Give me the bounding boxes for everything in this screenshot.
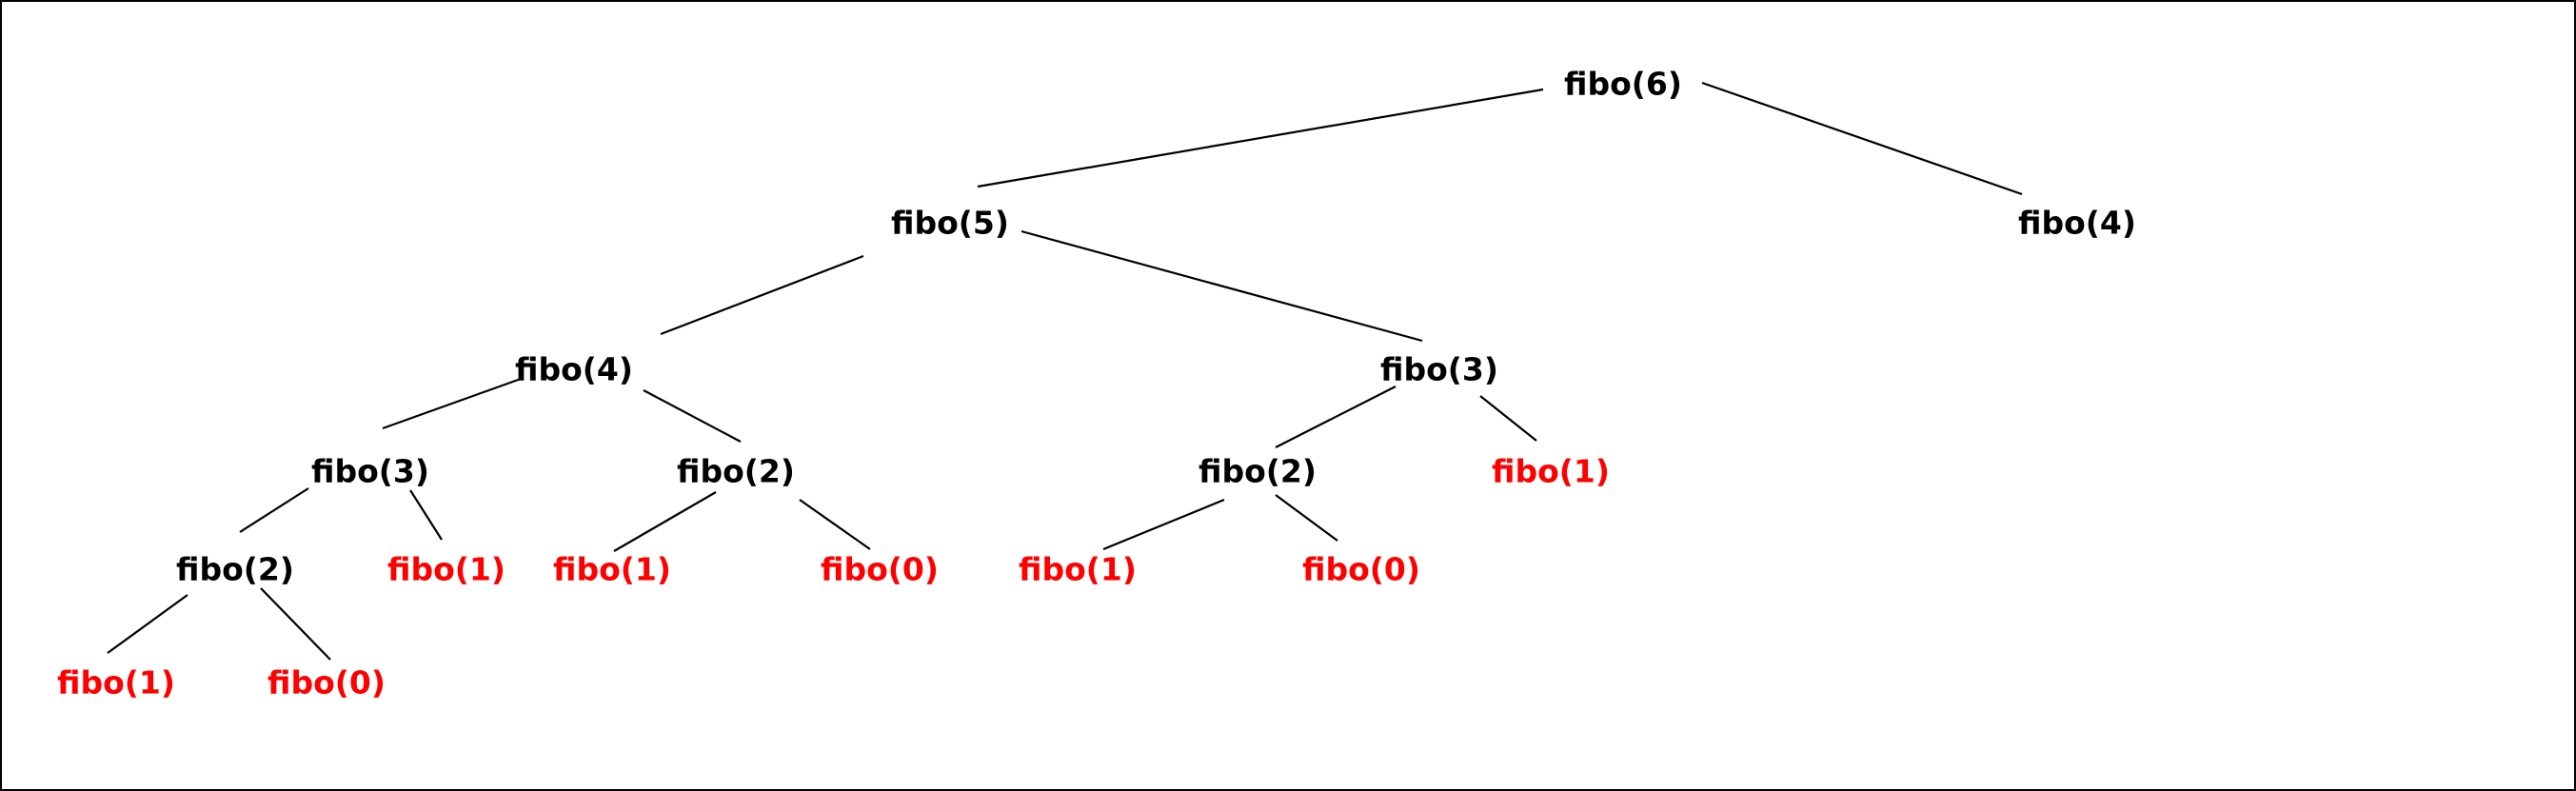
- tree-node-n2m: fibo(2): [677, 452, 795, 490]
- edge-n5-to-n4: [660, 254, 864, 336]
- tree-node-n6: fibo(6): [1564, 65, 1682, 103]
- tree-node-n4r: fibo(4): [2018, 204, 2136, 242]
- leaf-node-l1a: fibo(1): [387, 550, 505, 588]
- leaf-node-l1r: fibo(1): [1492, 452, 1610, 490]
- tree-node-n3r: fibo(3): [1380, 350, 1498, 388]
- tree-node-n5: fibo(5): [891, 204, 1009, 242]
- leaf-node-l0c: fibo(0): [1302, 550, 1420, 588]
- tree-node-n2: fibo(2): [176, 550, 294, 588]
- edge-n2m-to-l0b: [799, 499, 871, 550]
- edge-n4-to-n3: [382, 377, 522, 430]
- edge-n2r-to-l0c: [1275, 494, 1338, 542]
- tree-node-n3: fibo(3): [311, 452, 429, 490]
- edge-n6-to-n4r: [1701, 81, 2023, 196]
- edge-n2-to-l0d: [260, 587, 331, 661]
- edge-n5-to-n3r: [1020, 229, 1423, 343]
- leaf-node-l1b: fibo(1): [553, 550, 671, 588]
- edge-n2r-to-l1c: [1102, 498, 1225, 551]
- edge-n2m-to-l1b: [613, 491, 717, 552]
- edge-n3r-to-l1r: [1479, 395, 1537, 442]
- tree-node-n2r: fibo(2): [1199, 452, 1317, 490]
- edge-n3r-to-n2r: [1275, 386, 1397, 448]
- edge-n3-to-n2: [239, 487, 309, 533]
- leaf-node-l0b: fibo(0): [821, 550, 939, 588]
- leaf-node-l1d: fibo(1): [57, 663, 175, 702]
- tree-node-n4: fibo(4): [515, 350, 633, 388]
- edge-n6-to-n5: [977, 88, 1544, 188]
- edge-n3-to-l1a: [409, 489, 443, 541]
- edge-n2-to-l1d: [107, 594, 188, 654]
- leaf-node-l0d: fibo(0): [268, 663, 386, 702]
- edge-n4-to-n2m: [643, 389, 742, 443]
- leaf-node-l1c: fibo(1): [1019, 550, 1137, 588]
